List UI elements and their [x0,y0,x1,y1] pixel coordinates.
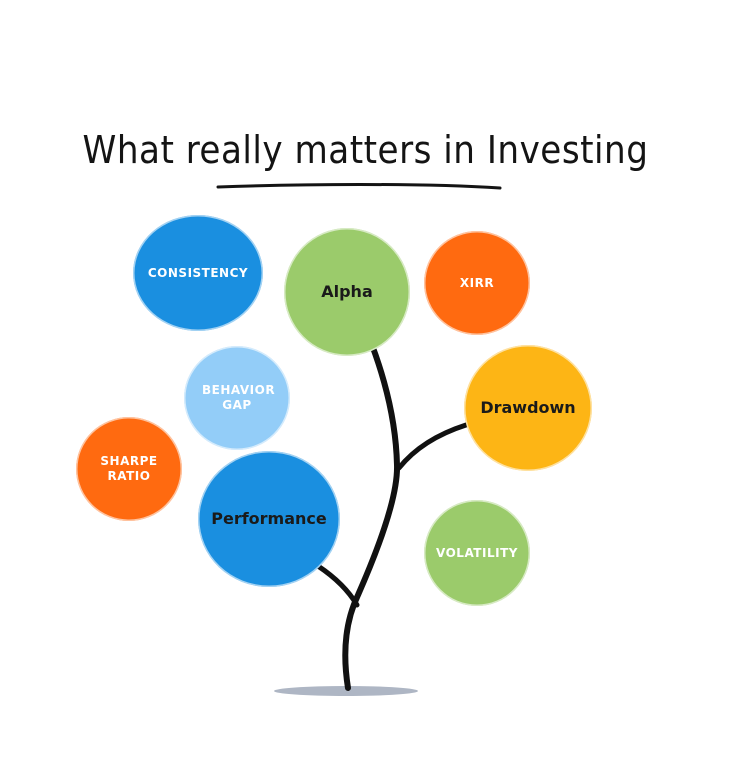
bubble-behavior-gap: Behavior Gap [184,346,290,450]
branch-performance [318,566,357,605]
bubble-volatility: Volatility [424,500,530,606]
bubble-drawdown-label: Drawdown [470,398,585,418]
bubble-volatility-label: Volatility [426,546,528,561]
branch-drawdown [399,425,466,468]
bubble-sharpe-ratio: Sharpe Ratio [76,417,182,521]
bubble-behavior-gap-label: Behavior Gap [202,383,272,413]
bubble-drawdown: Drawdown [464,345,592,471]
bubble-xirr: XIRR [424,231,530,335]
bubble-consistency-label: Consistency [138,266,258,281]
bubble-alpha: Alpha [284,228,410,356]
tree-trunk [345,345,397,688]
bubble-xirr-label: XIRR [450,276,504,291]
title-underline [218,185,500,189]
bubble-performance: Performance [198,451,340,587]
bubble-sharpe-ratio-label: Sharpe Ratio [99,454,159,484]
bubble-performance-label: Performance [201,509,337,529]
bubble-alpha-label: Alpha [311,282,383,302]
bubble-consistency: Consistency [133,215,263,331]
